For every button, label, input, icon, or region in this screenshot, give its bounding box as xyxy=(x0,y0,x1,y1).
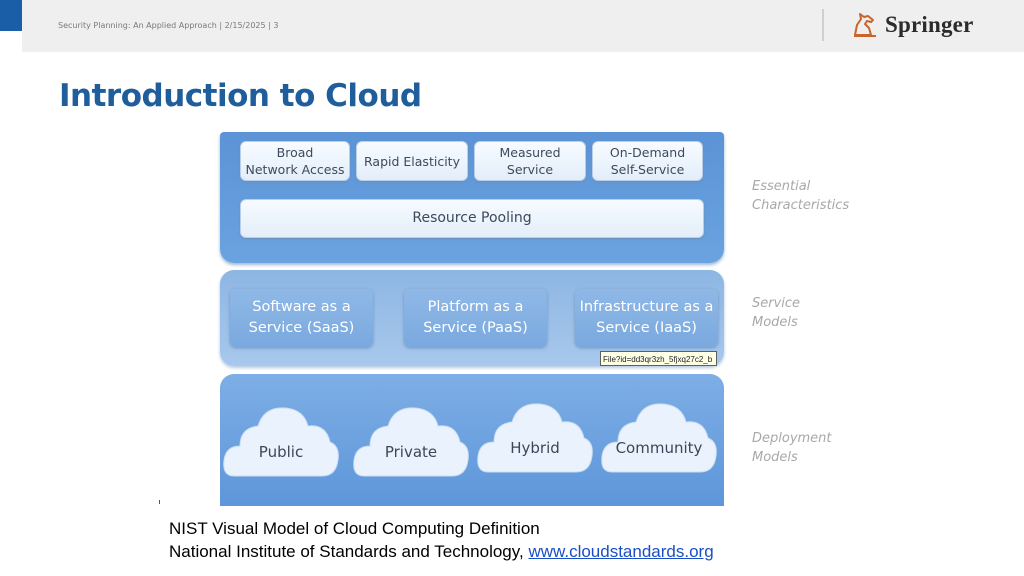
cloud-community: Community xyxy=(600,388,718,480)
side-label-service: Service Models xyxy=(752,296,801,330)
header-divider xyxy=(822,9,824,41)
cloud-icon xyxy=(477,403,593,473)
file-tooltip: File?id=dd3qr3zh_5fjxq27c2_b xyxy=(600,351,717,366)
logo-text: Springer xyxy=(885,12,974,37)
cloud-label: Hybrid xyxy=(510,439,560,457)
cloud-icon xyxy=(353,407,469,477)
cloud-label: Private xyxy=(384,443,438,461)
service-model-box: Infrastructure as a Service (IaaS) xyxy=(575,289,718,347)
characteristic-box: Rapid Elasticity xyxy=(356,141,468,181)
caption-line-1: NIST Visual Model of Cloud Computing Def… xyxy=(169,519,540,538)
service-model-box: Platform as a Service (PaaS) xyxy=(404,289,547,347)
service-models-panel: Software as a Service (SaaS) Platform as… xyxy=(220,270,724,366)
characteristic-box: On-Demand Self-Service xyxy=(592,141,703,181)
resource-pooling-box: Resource Pooling xyxy=(240,199,704,238)
springer-horse-icon xyxy=(854,13,876,37)
side-label-essential: Essential Characteristics xyxy=(752,179,850,213)
cloud-hybrid: Hybrid xyxy=(476,388,594,480)
service-model-box: Software as a Service (SaaS) xyxy=(230,289,373,347)
page-title: Introduction to Cloud xyxy=(59,78,422,114)
corner-accent xyxy=(0,0,22,31)
cloud-private: Private xyxy=(352,392,470,484)
cloudstandards-link[interactable]: www.cloudstandards.org xyxy=(528,542,714,561)
cloud-icon xyxy=(601,403,717,473)
bullet-mark xyxy=(159,500,160,504)
cloud-icon xyxy=(223,407,339,477)
caption-line-2: National Institute of Standards and Tech… xyxy=(169,542,714,562)
slide-header: Security Planning: An Applied Approach |… xyxy=(22,0,1024,52)
cloud-label: Community xyxy=(615,439,703,457)
cloud-public: Public xyxy=(222,392,340,484)
essential-characteristics-panel: Broad Network Access Rapid Elasticity Me… xyxy=(220,132,724,263)
caption-source: National Institute of Standards and Tech… xyxy=(169,542,529,561)
characteristic-box: Broad Network Access xyxy=(240,141,350,181)
characteristic-box: Measured Service xyxy=(474,141,586,181)
side-label-deployment: Deployment Models xyxy=(752,431,832,465)
springer-logo: Springer xyxy=(851,8,974,42)
header-breadcrumb: Security Planning: An Applied Approach |… xyxy=(58,21,279,30)
cloud-label: Public xyxy=(258,443,304,461)
